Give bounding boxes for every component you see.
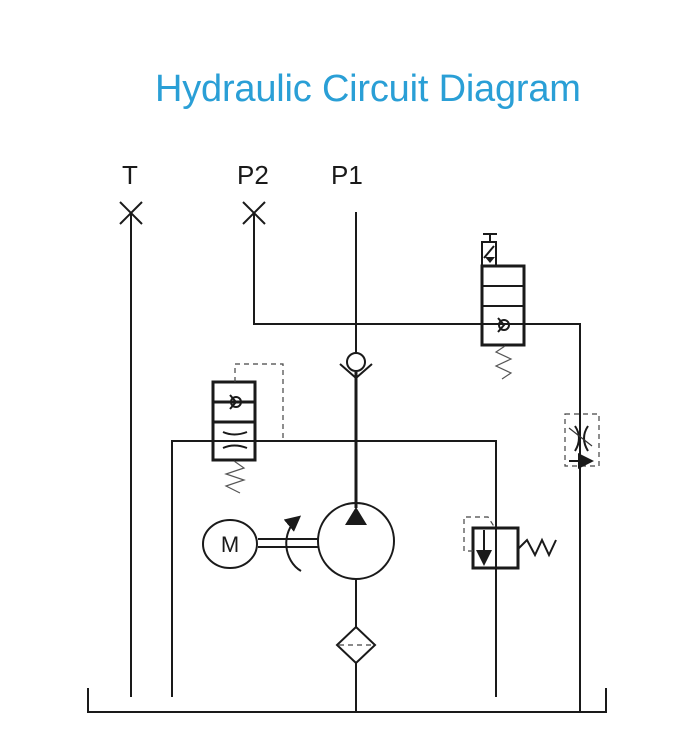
filter (335, 625, 377, 665)
port-label-p1: P1 (331, 160, 363, 190)
line-p2 (253, 213, 581, 712)
pilot-line (463, 516, 496, 552)
orifice-icon (222, 431, 248, 436)
motor-label: M (221, 532, 239, 557)
diagram-title: Hydraulic Circuit Diagram (155, 68, 581, 110)
orifice-icon (574, 425, 580, 452)
flow-control-valve (564, 413, 600, 469)
check-ball-icon (346, 352, 366, 372)
port-label-p2: P2 (237, 160, 269, 190)
solenoid-valve (480, 233, 526, 380)
port-tank (119, 201, 143, 697)
solenoid-icon (481, 241, 497, 267)
spring-icon (224, 460, 246, 494)
pilot-line (234, 363, 284, 441)
flow-control-enclosure (564, 413, 600, 467)
pump (317, 502, 395, 580)
pump-direction-icon (345, 507, 367, 525)
spring-icon (517, 537, 557, 558)
motor-circle (202, 519, 258, 569)
line-pressure-loop (171, 440, 497, 697)
adjust-arrow-icon (568, 427, 593, 447)
port-label-tank: T (122, 160, 138, 190)
check-ball-icon (230, 396, 242, 408)
relief-valve (463, 516, 557, 570)
rotation-arrow-icon (283, 515, 302, 572)
spring-icon (494, 345, 513, 380)
check-ball-icon (498, 319, 510, 331)
pilot-valve (211, 363, 284, 494)
port-p2 (242, 201, 581, 712)
motor: M (202, 515, 318, 572)
reservoir-tank (87, 688, 607, 713)
